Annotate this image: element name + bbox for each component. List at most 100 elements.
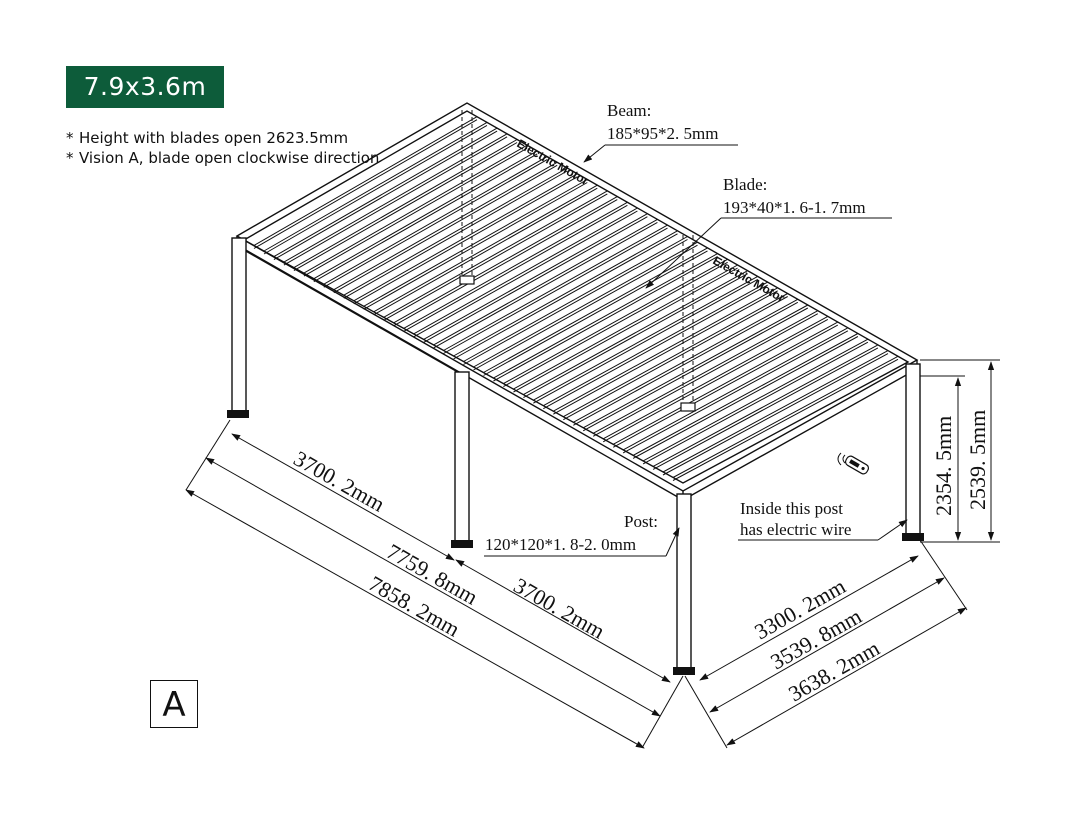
blade-line [413, 210, 638, 338]
blade-line [453, 230, 678, 357]
blade-line [513, 267, 738, 393]
blade-title: Blade: [723, 175, 767, 194]
blade-line [463, 239, 688, 365]
blade-callout [645, 217, 892, 289]
vision-label: A [150, 680, 198, 728]
blade-line [283, 133, 508, 263]
blade-line [493, 253, 718, 379]
blade-line [353, 176, 578, 305]
blade-line [523, 270, 748, 396]
post-spec: 120*120*1. 8-2. 0mm [485, 535, 636, 554]
blade-line [393, 199, 618, 327]
wire-note-line1: Inside this post [740, 499, 843, 518]
blade-line [373, 187, 598, 316]
blade-line [622, 327, 849, 451]
dim-line-width-outer [726, 607, 967, 746]
beam-spec: 185*95*2. 5mm [607, 124, 718, 143]
blade-line [463, 236, 688, 362]
extension-lines [185, 359, 1000, 749]
blade-line [263, 124, 488, 255]
dim-height-inner: 2354. 5mm [931, 416, 956, 516]
blade-line [273, 130, 498, 261]
blade-line [433, 221, 658, 349]
blade-line [612, 324, 839, 448]
blade-line [642, 338, 869, 462]
blade-line [563, 296, 788, 421]
note-height: * Height with blades open 2623.5mm [66, 128, 379, 148]
note-bullet: * [66, 149, 74, 167]
dim-length-right: 3700. 2mm [510, 573, 610, 644]
blade-line [553, 287, 778, 412]
blade-line [662, 350, 889, 473]
blade-line [383, 190, 608, 318]
remote-control-icon [844, 455, 870, 475]
notes: * Height with blades open 2623.5mm * Visio… [66, 128, 379, 168]
blade-line [323, 159, 548, 288]
blade-line [433, 218, 658, 346]
note-height-text: Height with blades open 2623.5mm [79, 129, 349, 147]
post-mid [454, 371, 470, 543]
blade-line [403, 201, 628, 329]
blade-line [453, 233, 678, 360]
blade-line [303, 147, 528, 277]
blade-line [533, 278, 758, 404]
blade-line [483, 247, 708, 373]
blade-line [503, 258, 728, 385]
blade-line [493, 256, 718, 382]
post-front [676, 493, 692, 671]
blade-line [423, 216, 648, 343]
wire-note-line2: has electric wire [740, 520, 851, 539]
blade-line [363, 182, 588, 310]
blade-line [503, 261, 728, 388]
blade-line [293, 139, 518, 269]
blade-line [343, 170, 568, 299]
blade-line [373, 184, 598, 313]
blade-line [393, 196, 618, 324]
blade-line [652, 344, 879, 467]
blade-line [563, 293, 788, 418]
blade-line [313, 150, 538, 280]
dimension-lines [185, 361, 995, 749]
blade-line [622, 330, 849, 454]
blade-line [443, 227, 668, 354]
blade-line [513, 264, 738, 390]
beam-callout [583, 144, 738, 163]
blade-line [652, 347, 879, 470]
blade-line [592, 313, 819, 437]
size-badge: 7.9x3.6m [66, 66, 224, 108]
wire-callout [738, 519, 908, 541]
blade-line [573, 298, 799, 423]
roof-frame [235, 102, 919, 501]
blade-line [632, 336, 859, 459]
blade-line [303, 144, 528, 274]
blade-line [333, 164, 558, 294]
blade-line [473, 241, 698, 368]
blade-line [323, 156, 548, 285]
blade-line [602, 318, 829, 443]
beam-title: Beam: [607, 101, 651, 120]
note-bullet: * [66, 129, 74, 147]
blade-line [253, 119, 478, 249]
note-vision-text: Vision A, blade open clockwise direction [79, 149, 380, 167]
blade-line [333, 161, 558, 291]
blade-line [582, 304, 809, 429]
blade-line [672, 358, 899, 481]
blade-line [293, 142, 518, 272]
post-right [905, 363, 921, 537]
blade-line [343, 167, 568, 296]
blade-line [582, 307, 809, 432]
blade-line [543, 281, 768, 407]
blade-line [473, 244, 698, 371]
blade-line [573, 301, 799, 426]
note-vision: * Vision A, blade open clockwise directio… [66, 148, 379, 168]
blade-line [483, 250, 708, 376]
dim-line-length-outer [185, 489, 645, 749]
blade-line [413, 207, 638, 335]
blade-line [553, 290, 778, 415]
blade-line [523, 273, 748, 399]
blade-line [592, 310, 819, 434]
motor-blocks [459, 275, 696, 412]
blade-line [283, 136, 508, 266]
signal-icon [837, 452, 846, 466]
blade-line [383, 193, 608, 321]
